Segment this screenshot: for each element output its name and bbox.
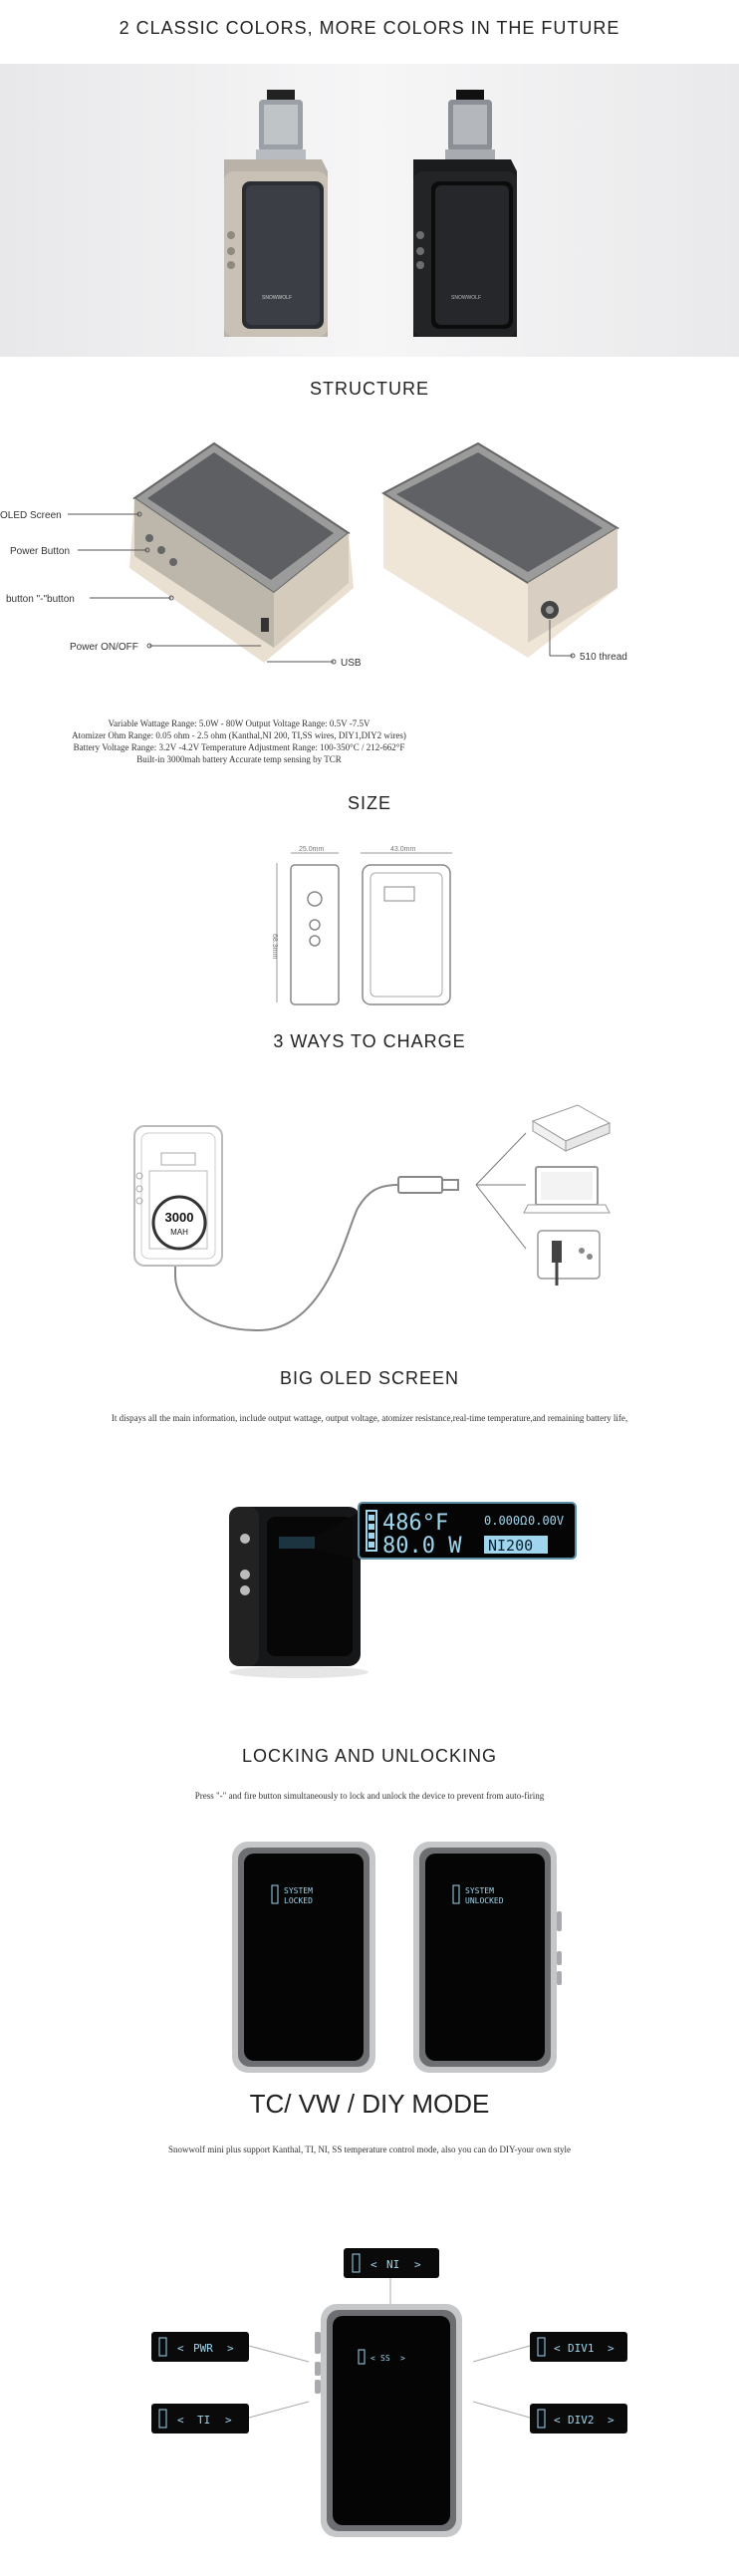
- charge-diagram: 3000 MAH: [133, 1104, 612, 1332]
- structure-specs: Variable Wattage Range: 5.0W - 80W Outpu…: [0, 717, 478, 765]
- depth-dimension: 43.0mm: [390, 846, 415, 853]
- colors-photo: [0, 64, 739, 357]
- oled-title: BIG OLED SCREEN: [279, 1368, 460, 1388]
- laptop-icon: [523, 1166, 611, 1214]
- height-dimension: 68.3mm: [271, 934, 278, 959]
- oled-resistance: 0.000Ω: [484, 1514, 527, 1528]
- svg-text:DIV2: DIV2: [568, 2414, 595, 2427]
- oled-voltage: 0.00V: [528, 1514, 564, 1528]
- svg-text:<: <: [370, 2258, 377, 2271]
- spec-line: Atomizer Ohm Range: 0.05 ohm - 2.5 ohm (…: [72, 730, 406, 740]
- silver-device-image: SNOWWOLF: [224, 90, 328, 337]
- size-title: SIZE: [347, 793, 391, 813]
- callout-510-thread: 510 thread: [580, 652, 627, 663]
- black-device-image: SNOWWOLF: [413, 90, 517, 337]
- size-diagram: 25.0mm 43.0mm 68.3mm: [271, 846, 452, 1005]
- svg-text:>: >: [225, 2414, 232, 2427]
- wall-socket-icon: [537, 1230, 601, 1286]
- locked-line-1: SYSTEM: [284, 1886, 313, 1895]
- spec-line: Battery Voltage Range: 3.2V -4.2V Temper…: [73, 742, 405, 752]
- structure-diagram: OLED Screen Power Button button "-"butto…: [0, 441, 627, 669]
- silver-brand-text: SNOWWOLF: [262, 295, 292, 301]
- oled-mode: NI200: [488, 1537, 533, 1555]
- svg-text:>: >: [608, 2342, 615, 2355]
- charge-title: 3 WAYS TO CHARGE: [273, 1031, 466, 1051]
- modes-title: TC/ VW / DIY MODE: [249, 2089, 490, 2119]
- svg-text:PWR: PWR: [193, 2342, 213, 2355]
- svg-text:<: <: [554, 2414, 561, 2427]
- structure-back-device: [380, 441, 619, 658]
- locking-description: Press "-" and fire button simultaneously…: [194, 1791, 545, 1801]
- black-brand-text: SNOWWOLF: [451, 295, 481, 301]
- mode-ni: < NI >: [344, 2248, 439, 2278]
- colors-title: 2 CLASSIC COLORS, MORE COLORS IN THE FUT…: [119, 18, 620, 38]
- center-mode: SS: [380, 2354, 390, 2363]
- svg-text:>: >: [608, 2414, 615, 2427]
- structure-front-device: [129, 441, 354, 663]
- svg-text:NI: NI: [386, 2258, 399, 2271]
- mode-pwr: < PWR >: [151, 2332, 249, 2362]
- oled-wattage: 80.0 W: [382, 1534, 462, 1559]
- oled-description: It dispays all the main information, inc…: [111, 1413, 628, 1423]
- svg-text:<: <: [177, 2342, 184, 2355]
- callout-power-button: Power Button: [10, 546, 70, 557]
- structure-title: STRUCTURE: [310, 379, 429, 399]
- oled-temperature: 486°F: [382, 1511, 448, 1536]
- callout-oled-screen: OLED Screen: [0, 510, 62, 521]
- battery-unit: MAH: [170, 1228, 188, 1237]
- modes-diagram: < SS > < NI > < PWR > < TI > < DIV1 > < …: [151, 2248, 627, 2537]
- svg-text:<: <: [554, 2342, 561, 2355]
- svg-text:>: >: [414, 2258, 421, 2271]
- svg-text:>: >: [227, 2342, 234, 2355]
- oled-device-image: 486°F 0.000Ω 0.00V 80.0 W NI200: [229, 1502, 577, 1678]
- unlocked-line-1: SYSTEM: [465, 1886, 494, 1895]
- svg-text:TI: TI: [197, 2414, 210, 2427]
- callout-usb: USB: [341, 658, 362, 669]
- unlocked-line-2: UNLOCKED: [465, 1896, 504, 1905]
- width-dimension: 25.0mm: [299, 846, 324, 853]
- mode-div2: < DIV2 >: [530, 2404, 627, 2433]
- locked-line-2: LOCKED: [284, 1896, 313, 1905]
- mode-ti: < TI >: [151, 2404, 249, 2433]
- center-mode-prev: <: [370, 2354, 375, 2363]
- battery-capacity: 3000: [165, 1210, 194, 1225]
- mode-div1: < DIV1 >: [530, 2332, 627, 2362]
- spec-line: Variable Wattage Range: 5.0W - 80W Outpu…: [108, 718, 370, 728]
- locked-device-image: SYSTEM LOCKED: [232, 1842, 375, 2073]
- callout-power-onoff: Power ON/OFF: [70, 642, 138, 653]
- spec-line: Built-in 3000mah battery Accurate temp s…: [136, 754, 342, 764]
- svg-text:<: <: [177, 2414, 184, 2427]
- locking-title: LOCKING AND UNLOCKING: [241, 1746, 498, 1766]
- svg-text:DIV1: DIV1: [568, 2342, 595, 2355]
- unlocked-device-image: SYSTEM UNLOCKED: [413, 1842, 562, 2073]
- center-mode-next: >: [400, 2354, 405, 2363]
- modes-description: Snowwolf mini plus support Kanthal, TI, …: [167, 2145, 572, 2154]
- power-bank-icon: [531, 1104, 612, 1152]
- callout-minus-button: button "-"button: [6, 594, 75, 605]
